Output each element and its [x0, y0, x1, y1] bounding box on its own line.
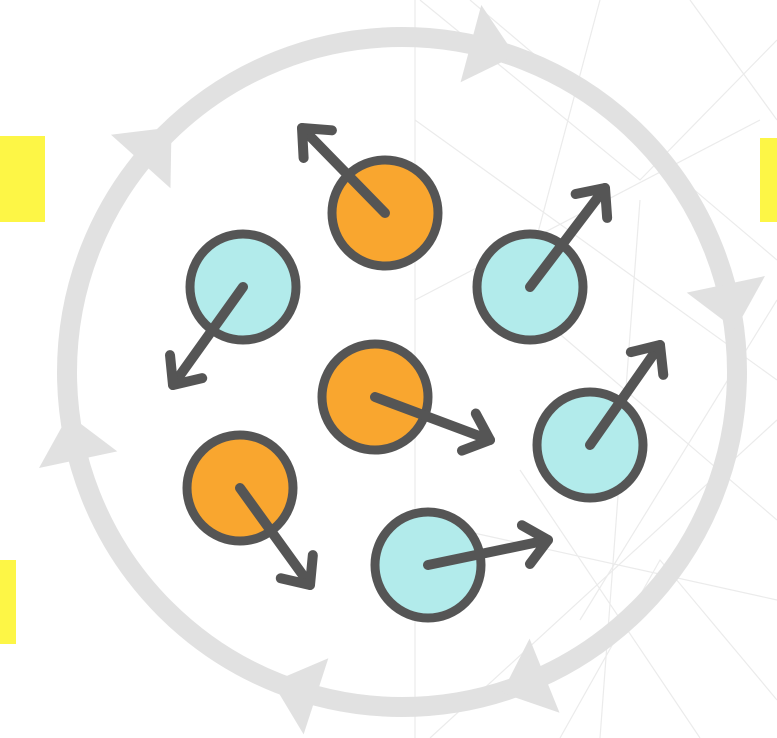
cycle-arrowhead-icon — [686, 276, 765, 330]
accent-bar-right — [760, 138, 777, 222]
arrowhead-icon — [570, 183, 613, 223]
velocity-arrow-shaft — [370, 392, 495, 445]
arrowhead-icon — [516, 520, 553, 569]
cool-particle — [370, 507, 553, 623]
cycle-arrowhead-icon — [501, 638, 560, 713]
accent-bar-left-top — [0, 136, 45, 222]
warm-particle — [182, 430, 318, 590]
warm-particle — [317, 339, 495, 456]
velocity-arrow-shaft — [585, 340, 665, 450]
velocity-arrow-shaft — [423, 535, 553, 570]
cycle-arrowhead-icon — [111, 127, 172, 189]
arrowhead-icon — [165, 350, 208, 390]
arrowhead-icon — [456, 408, 495, 456]
cycle-arrowhead-icon — [272, 658, 329, 735]
velocity-arrow-shaft — [168, 282, 248, 390]
cool-particle — [472, 183, 613, 345]
cool-particle — [532, 340, 669, 503]
warm-particle — [297, 123, 443, 271]
arrowhead-icon — [275, 550, 318, 590]
cycle-arrowhead-icon — [460, 5, 516, 83]
velocity-arrow-shaft — [525, 183, 610, 292]
cycle-ring — [39, 5, 765, 735]
arrowhead-icon — [297, 123, 337, 163]
cycle-arrowhead-icon — [39, 414, 118, 468]
velocity-arrow-shaft — [235, 483, 315, 590]
arrowhead-icon — [625, 340, 669, 380]
velocity-arrow-shaft — [297, 123, 390, 218]
accent-bar-left-bottom — [0, 560, 16, 644]
cool-particle — [165, 229, 301, 390]
particle-group — [165, 123, 669, 623]
